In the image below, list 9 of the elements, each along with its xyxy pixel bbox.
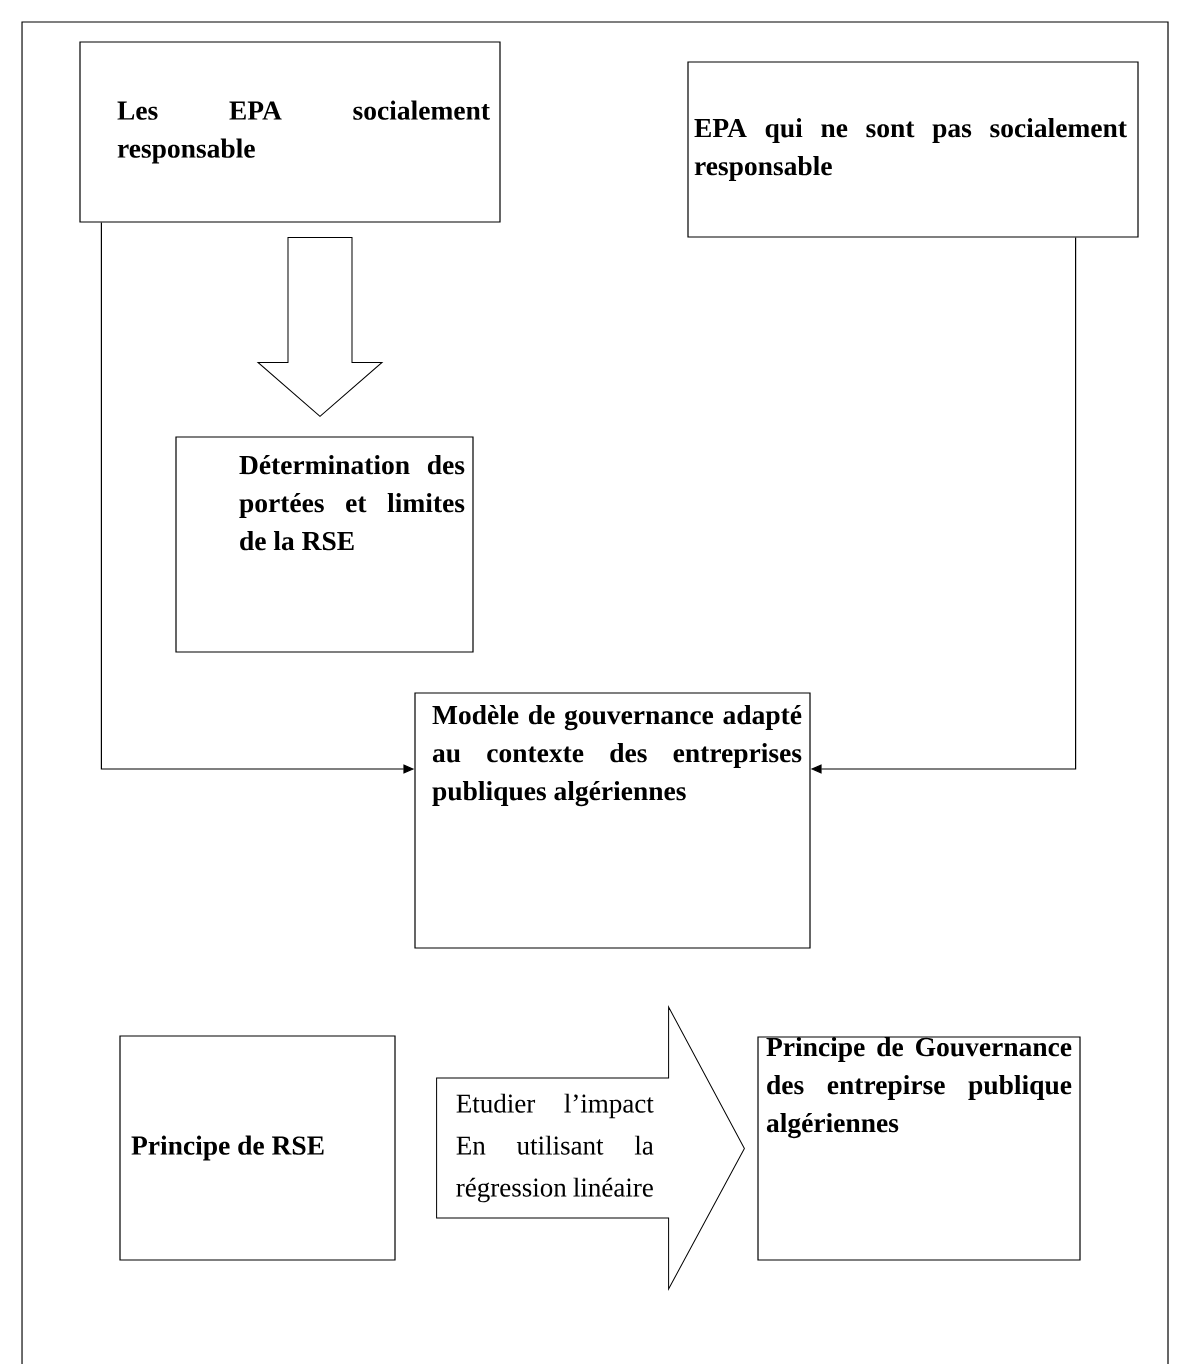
process-box: Les EPA socialement responsable (79, 41, 501, 223)
block-arrow (257, 237, 383, 417)
block-arrow (436, 1006, 745, 1290)
process-box: EPA qui ne sont pas socialement responsable (687, 61, 1139, 238)
process-box: Principe de RSE (119, 1035, 396, 1261)
edge-label: Etudier l’impact En utilisant la régression linéaire (456, 1093, 654, 1203)
process-box: Détermination des portées et limites de la RSE (175, 436, 474, 653)
process-box: Principe de Gouvernance des entrepirse publique algériennes (757, 1036, 1081, 1261)
process-box: Modèle de gouvernance adapté au contexte des entreprises publiques algériennes (414, 692, 811, 949)
